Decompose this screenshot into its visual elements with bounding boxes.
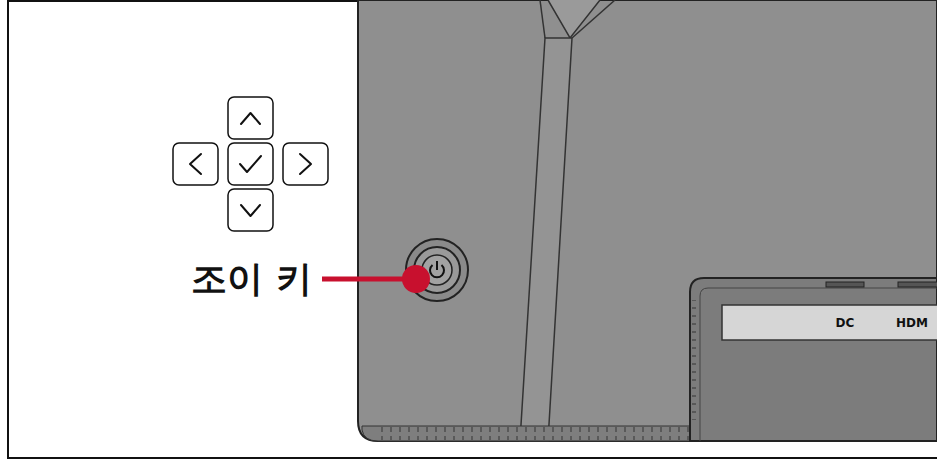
check-mark <box>240 156 261 172</box>
enter-key <box>228 143 273 185</box>
frame <box>8 1 937 458</box>
left-key <box>173 143 218 185</box>
up-key <box>228 97 273 139</box>
power-icon <box>436 261 438 270</box>
port-label: HDM <box>896 316 928 330</box>
left-arrow <box>190 154 201 174</box>
monitor-body <box>358 0 937 441</box>
down-key <box>228 189 273 231</box>
stand-top <box>548 0 600 38</box>
hdmi-port <box>898 282 937 287</box>
right-key <box>283 143 328 185</box>
side-vents <box>692 300 700 420</box>
down-arrow <box>241 205 260 216</box>
port-label: DC <box>836 316 855 330</box>
up-arrow <box>241 113 260 124</box>
direction-pad <box>173 97 328 231</box>
right-arrow <box>300 154 311 174</box>
leader-dot <box>402 265 430 293</box>
port-label-bar <box>722 305 937 340</box>
port-panel-edge <box>700 288 937 441</box>
stand-neck <box>520 38 572 441</box>
part-label: 조이 키 <box>191 255 312 304</box>
leader-line <box>322 277 415 282</box>
stand-edge <box>572 0 615 38</box>
stand-edge <box>540 0 545 38</box>
port-panel <box>690 278 937 441</box>
dc-port <box>826 282 864 287</box>
